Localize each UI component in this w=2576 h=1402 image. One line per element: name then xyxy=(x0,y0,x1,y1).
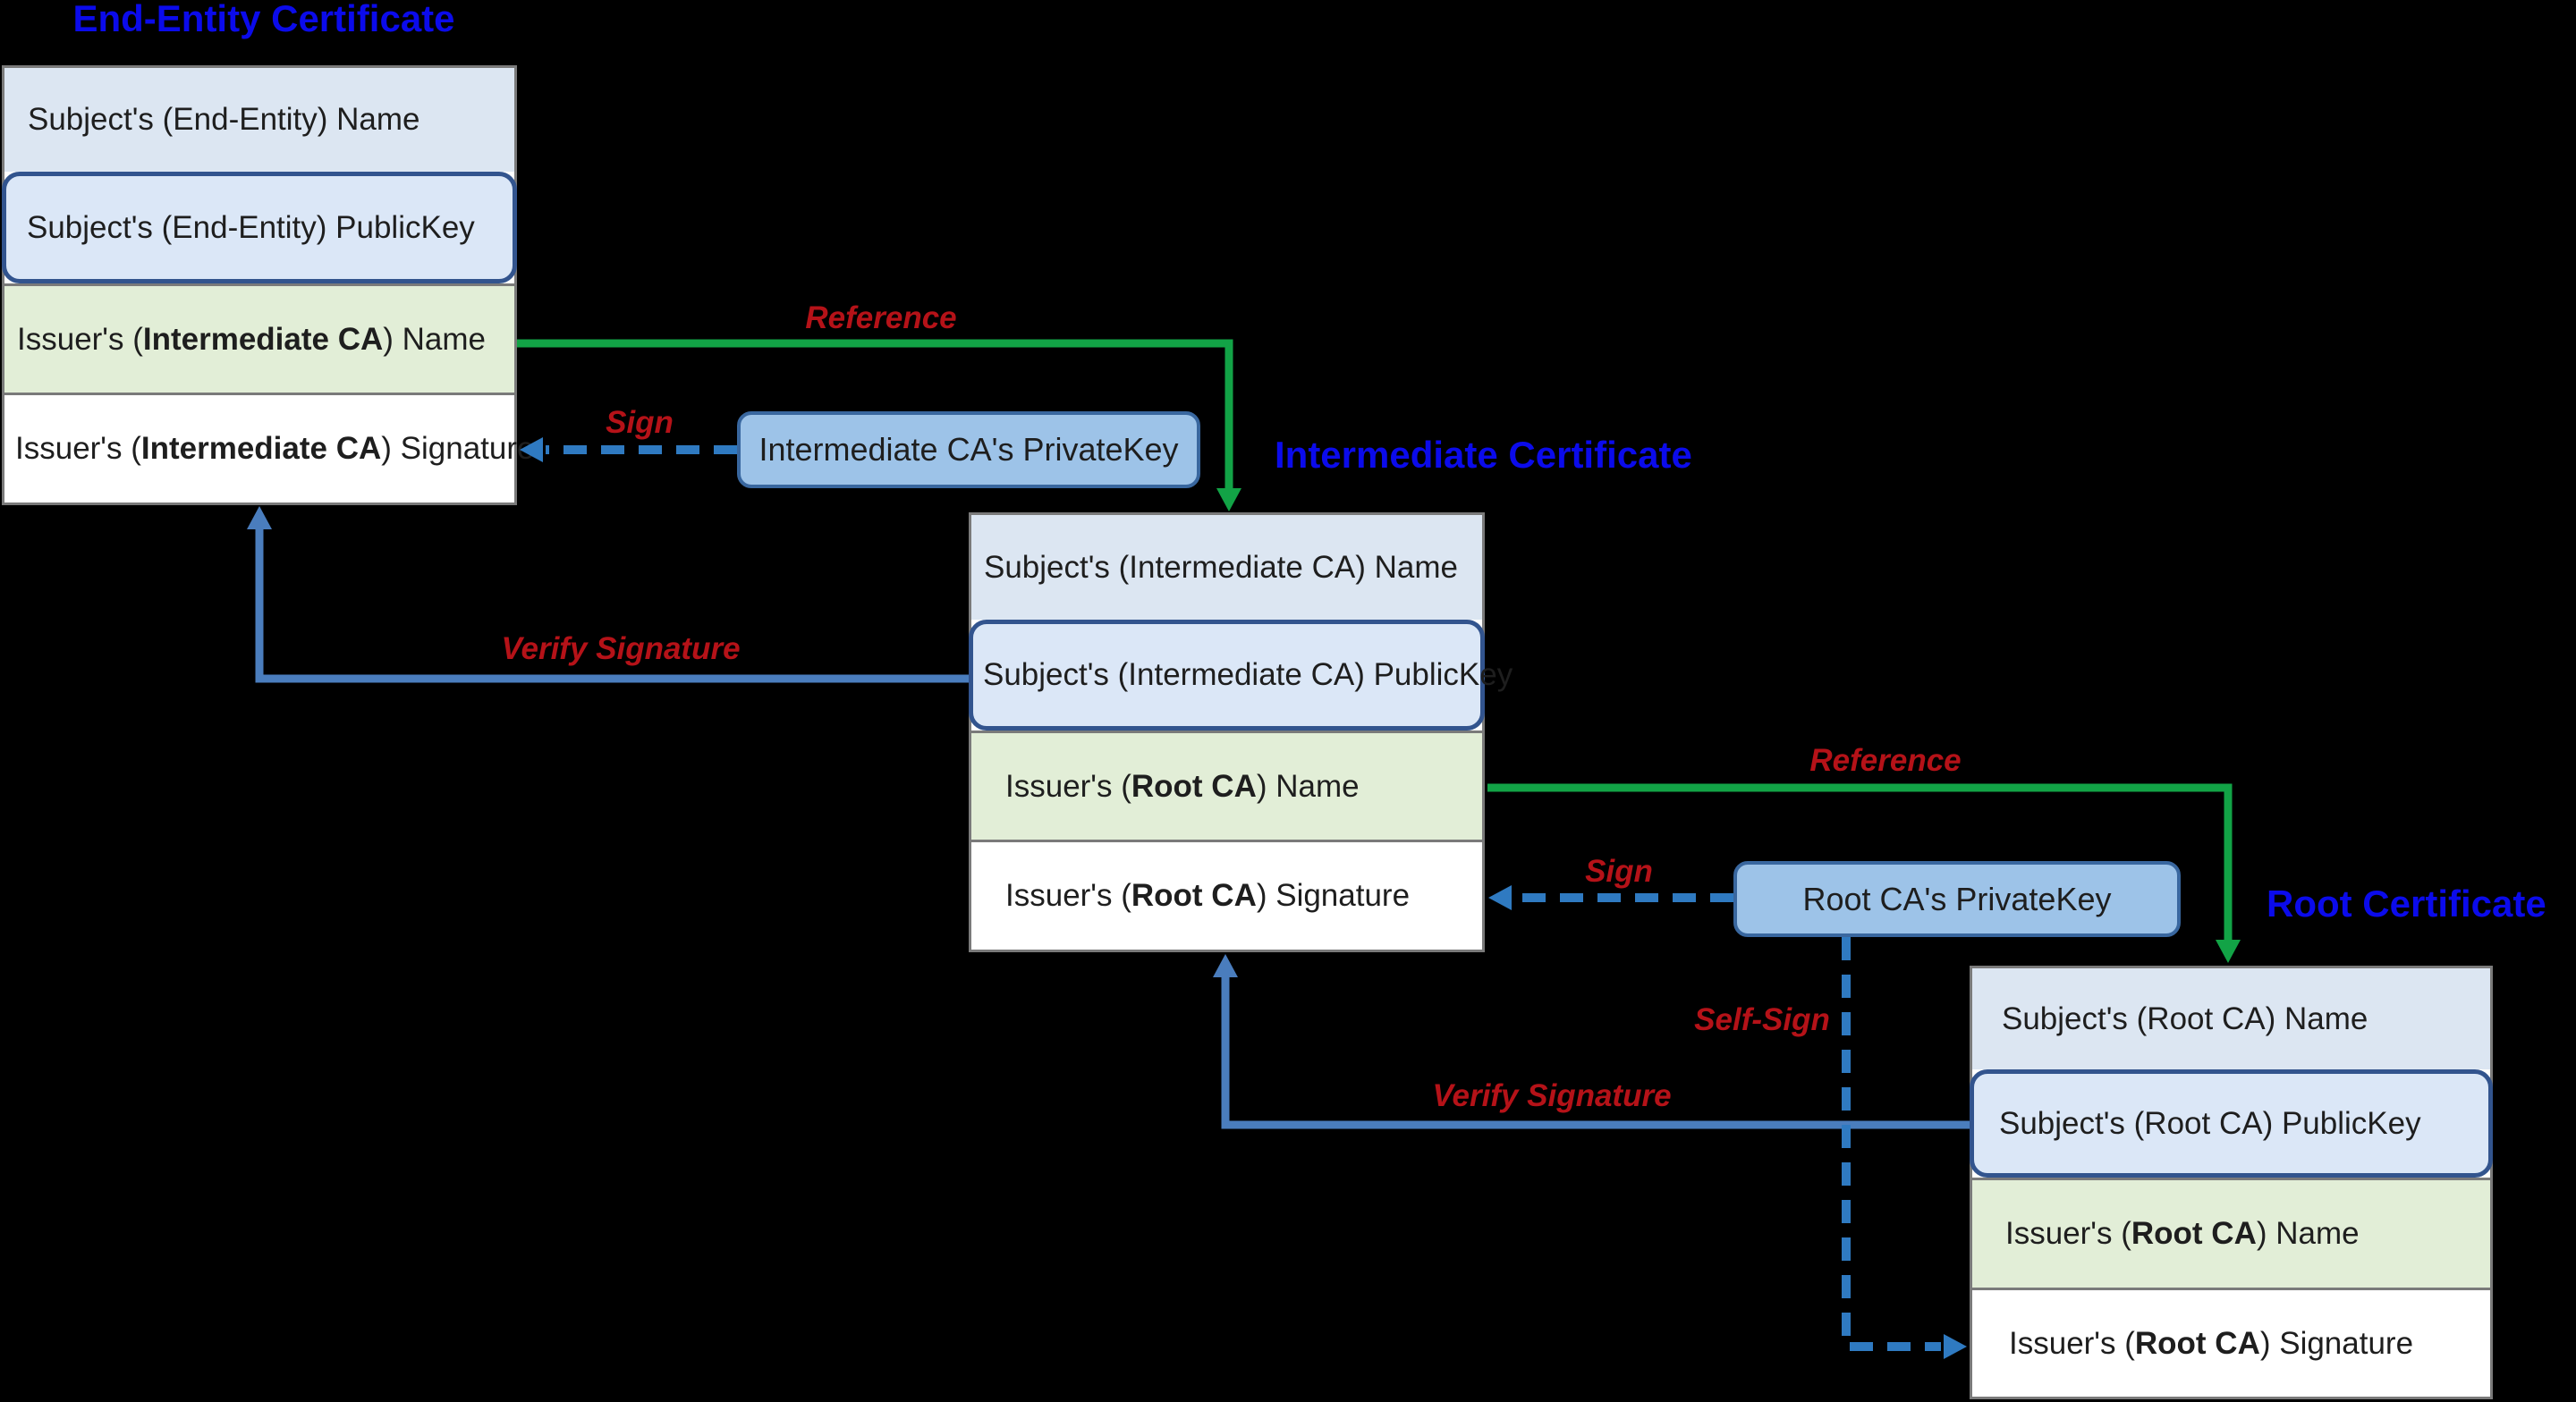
end-entity-issuer-name-row: Issuer's (Intermediate CA) Name xyxy=(4,283,514,393)
reference-arrowhead-1 xyxy=(1216,488,1241,511)
row-text-bold: Root CA xyxy=(2134,1325,2260,1361)
row-text: Issuer's ( xyxy=(2009,1325,2135,1361)
reference-label-2: Reference xyxy=(1809,743,1962,778)
row-text: Subject's (End-Entity) PublicKey xyxy=(27,209,475,245)
row-text: Issuer's ( xyxy=(17,321,143,357)
intermediate-subject-publickey-row: Subject's (Intermediate CA) PublicKey xyxy=(969,620,1513,731)
row-text: Issuer's ( xyxy=(15,431,141,466)
end-entity-certificate-box: Subject's (End-Entity) Name Subject's (E… xyxy=(2,65,535,505)
reference-label-1: Reference xyxy=(805,300,957,335)
intermediate-issuer-name-row: Issuer's (Root CA) Name xyxy=(971,731,1482,840)
row-text: Issuer's ( xyxy=(2005,1216,2131,1251)
verify-signature-arrowhead-1 xyxy=(247,506,272,529)
intermediate-certificate-title: Intermediate Certificate xyxy=(1275,434,1692,476)
root-issuer-signature-row: Issuer's (Root CA) Signature xyxy=(1972,1288,2490,1397)
row-text: ) Signature xyxy=(381,431,535,466)
root-certificate-box: Subject's (Root CA) Name Subject's (Root… xyxy=(1970,966,2493,1399)
row-text-bold: Root CA xyxy=(2131,1216,2257,1251)
row-text: ) Name xyxy=(1256,768,1360,804)
sign-arrowhead-2 xyxy=(1488,885,1512,910)
row-text-bold: Intermediate CA xyxy=(142,321,384,357)
root-certificate-title: Root Certificate xyxy=(2267,883,2546,925)
end-entity-certificate-title: End-Entity Certificate xyxy=(72,0,455,39)
root-issuer-name-row: Issuer's (Root CA) Name xyxy=(1972,1178,2490,1288)
row-text-bold: Root CA xyxy=(1131,768,1257,804)
intermediate-ca-privatekey-box: Intermediate CA's PrivateKey xyxy=(737,411,1200,488)
end-entity-subject-publickey-row: Subject's (End-Entity) PublicKey xyxy=(2,172,517,283)
row-text: ) Signature xyxy=(2259,1325,2414,1361)
root-ca-privatekey-box: Root CA's PrivateKey xyxy=(1733,861,2181,937)
row-text: ) Signature xyxy=(1256,878,1411,913)
row-text-bold: Intermediate CA xyxy=(140,431,382,466)
row-text: Subject's (End-Entity) Name xyxy=(28,102,420,137)
self-sign-label: Self-Sign xyxy=(1694,1002,1830,1037)
verify-signature-arrowhead-2 xyxy=(1213,954,1238,977)
row-text: Issuer's ( xyxy=(1005,878,1131,913)
self-sign-arrowhead xyxy=(1944,1334,1967,1359)
self-sign-arrow xyxy=(1842,937,1941,1351)
root-subject-name-row: Subject's (Root CA) Name xyxy=(1972,968,2490,1069)
row-text: Subject's (Intermediate CA) PublicKey xyxy=(983,657,1513,692)
sign-label-2: Sign xyxy=(1585,854,1653,889)
end-entity-subject-name-row: Subject's (End-Entity) Name xyxy=(4,68,514,172)
verify-signature-label-2: Verify Signature xyxy=(1432,1078,1672,1113)
reference-arrowhead-2 xyxy=(2216,940,2241,963)
verify-signature-label-1: Verify Signature xyxy=(501,631,741,666)
row-text: ) Name xyxy=(383,321,487,357)
intermediate-certificate-box: Subject's (Intermediate CA) Name Subject… xyxy=(969,512,1513,952)
row-text: Subject's (Intermediate CA) Name xyxy=(984,549,1458,585)
intermediate-subject-name-row: Subject's (Intermediate CA) Name xyxy=(971,515,1482,620)
row-text-bold: Root CA xyxy=(1131,878,1257,913)
end-entity-issuer-signature-row: Issuer's (Intermediate CA) Signature xyxy=(4,393,535,503)
sign-label-1: Sign xyxy=(606,405,674,440)
root-subject-publickey-row: Subject's (Root CA) PublicKey xyxy=(1970,1069,2493,1178)
row-text: Issuer's ( xyxy=(1005,768,1131,804)
row-text: ) Name xyxy=(2256,1216,2360,1251)
intermediate-issuer-signature-row: Issuer's (Root CA) Signature xyxy=(971,840,1482,950)
row-text: Subject's (Root CA) PublicKey xyxy=(1999,1105,2421,1141)
row-text: Subject's (Root CA) Name xyxy=(2002,1001,2368,1036)
